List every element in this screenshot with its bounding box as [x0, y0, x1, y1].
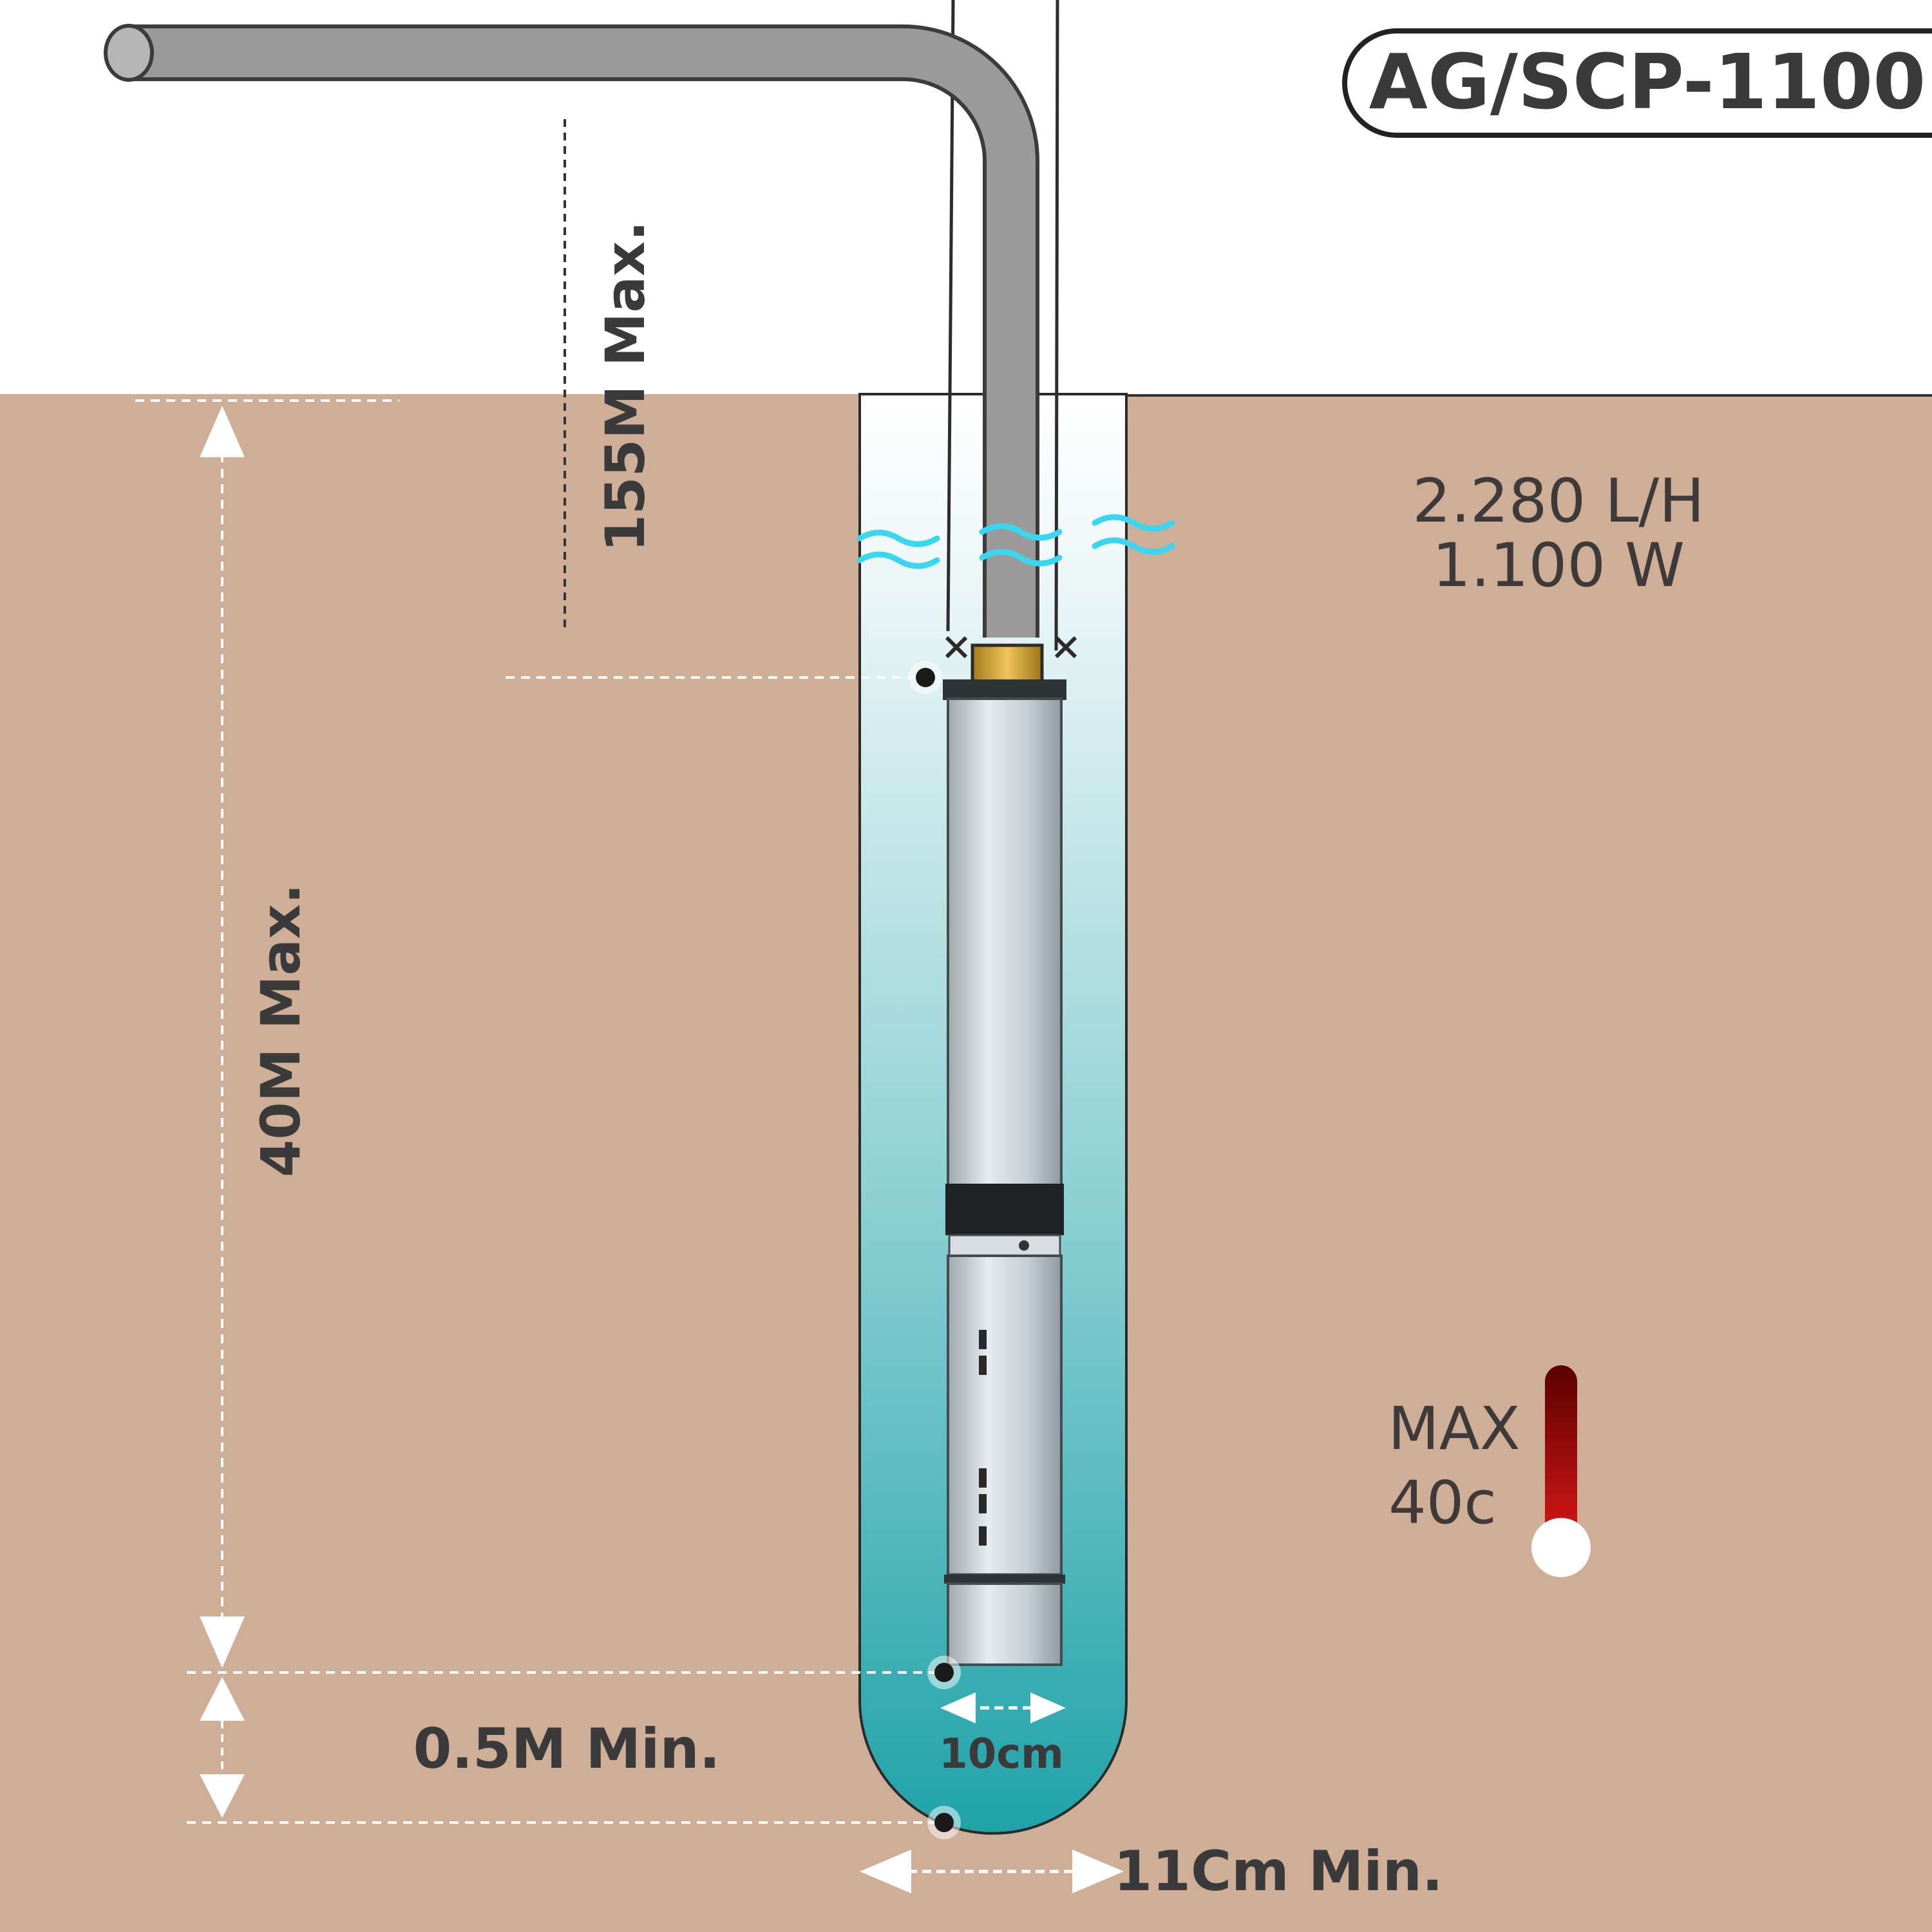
- outlet-pipe: [129, 28, 1036, 638]
- pump-lower-band: [944, 1575, 1065, 1584]
- pump-collar: [948, 1234, 1061, 1257]
- dimension-arrow-icon: [200, 406, 245, 1818]
- power-label: 1.100 W: [1432, 531, 1685, 601]
- max-depth-label: 40M Max.: [249, 884, 312, 1177]
- pump-motor-body: [947, 697, 1063, 1186]
- model-badge: [1342, 28, 1932, 138]
- flow-rate-label: 2.280 L/H: [1412, 466, 1705, 536]
- pump-diameter-arrow: [940, 1692, 1066, 1723]
- safety-rope: [1054, 0, 1059, 651]
- temperature-max-label: MAX: [1388, 1394, 1520, 1463]
- pump-bottom: [947, 1582, 1063, 1666]
- reference-lines: [135, 399, 942, 1824]
- thermometer-icon: [1531, 1365, 1591, 1577]
- power-cable: [946, 0, 955, 632]
- rope-clamps: [945, 636, 1077, 659]
- temperature-value-label: 40c: [1388, 1468, 1497, 1537]
- max-head-label: 155M Max.: [594, 221, 657, 553]
- pump-bolt: [1019, 1240, 1029, 1251]
- submersible-pump: [943, 636, 1077, 1666]
- pump-intake-body: [947, 1255, 1063, 1576]
- marker-dots: [909, 661, 961, 1839]
- pump-diameter-label: 10cm: [939, 1730, 1064, 1778]
- pipe-opening: [104, 24, 154, 82]
- well-diameter-arrow: [860, 1850, 1124, 1893]
- min-clearance-label: 0.5M Min.: [413, 1717, 721, 1781]
- min-well-diameter-label: 11Cm Min.: [1113, 1839, 1443, 1904]
- intake-slots: [979, 1330, 987, 1546]
- brass-coupling: [971, 643, 1044, 683]
- model-name: AG/SCP-1100: [1369, 37, 1926, 126]
- pump-black-band: [945, 1184, 1064, 1235]
- pump-head: [943, 679, 1066, 700]
- water-ripple-icon: [857, 514, 1175, 569]
